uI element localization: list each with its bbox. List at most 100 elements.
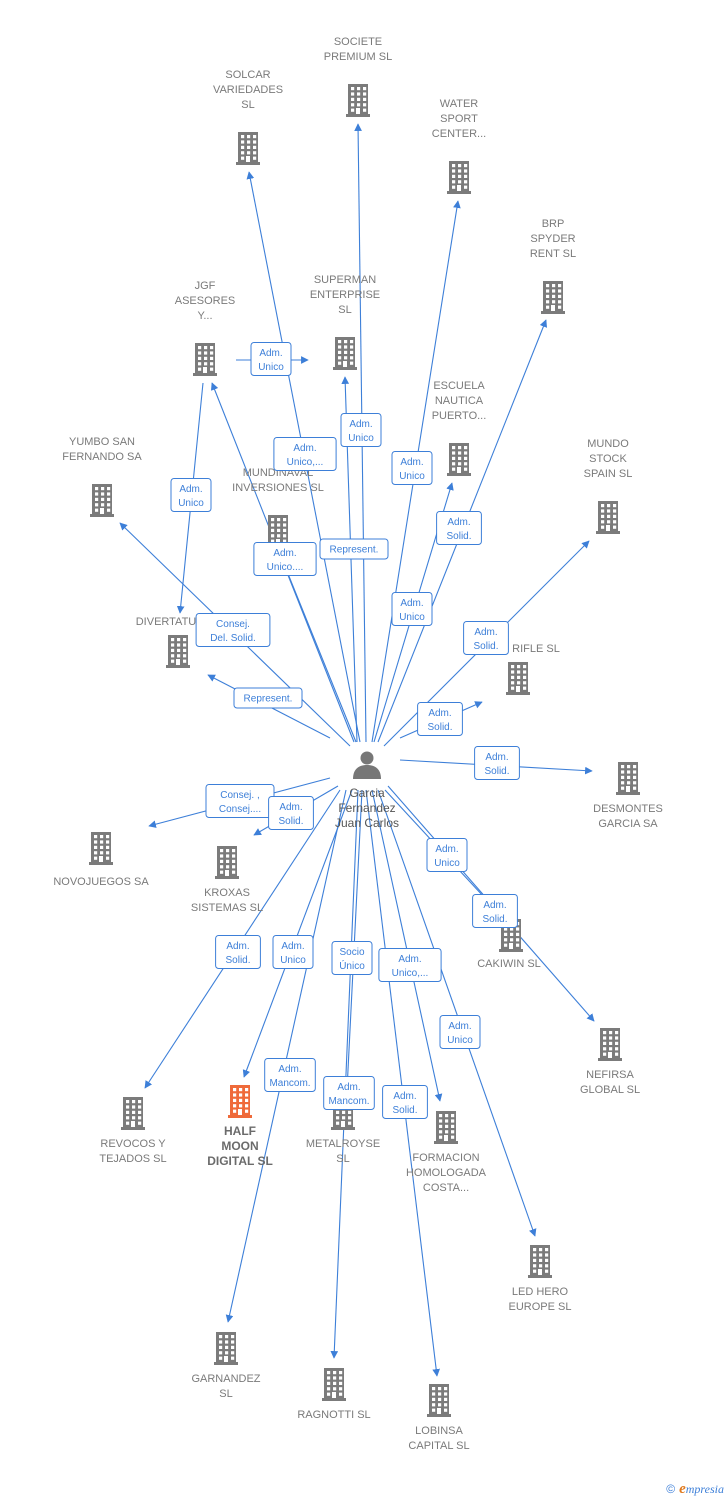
relation-badge[interactable]: Adm.Mancom. bbox=[323, 1076, 375, 1110]
relation-badge[interactable]: Adm.Unico bbox=[272, 935, 314, 969]
relation-badge[interactable]: Represent. bbox=[233, 687, 303, 709]
relation-edge bbox=[279, 553, 357, 743]
brand-logo-text: mpresia bbox=[685, 1482, 724, 1496]
relation-badge[interactable]: Adm.Unico.... bbox=[253, 542, 317, 576]
relation-badge[interactable]: Adm.Unico,... bbox=[273, 437, 337, 471]
building-icon[interactable] bbox=[166, 635, 190, 668]
relation-badge[interactable]: Adm.Solid. bbox=[215, 935, 261, 969]
relation-badge-text: Adm.Unico bbox=[178, 484, 204, 509]
badges-layer: Adm.UnicoAdm.Unico,...Adm.UnicoAdm.Solid… bbox=[170, 342, 520, 1119]
relation-edge bbox=[330, 789, 359, 1359]
relation-badge-text: Adm.Solid. bbox=[278, 802, 303, 827]
relation-badge[interactable]: Adm.Solid. bbox=[436, 511, 482, 545]
building-icon[interactable] bbox=[215, 846, 239, 879]
building-icon[interactable] bbox=[598, 1028, 622, 1061]
relation-badge[interactable]: Adm.Solid. bbox=[382, 1085, 428, 1119]
relation-badge[interactable]: Adm.Solid. bbox=[472, 894, 518, 928]
building-icon[interactable] bbox=[121, 1097, 145, 1130]
relation-badge[interactable]: Adm.Unico bbox=[426, 838, 468, 872]
relation-badge[interactable]: Adm.Mancom. bbox=[264, 1058, 316, 1092]
building-icon[interactable] bbox=[434, 1111, 458, 1144]
relation-badge-text: Adm.Unico bbox=[399, 457, 425, 482]
building-icon[interactable] bbox=[322, 1368, 346, 1401]
building-icon[interactable] bbox=[528, 1245, 552, 1278]
building-icon[interactable] bbox=[616, 762, 640, 795]
building-icon[interactable] bbox=[193, 343, 217, 376]
building-icon[interactable] bbox=[236, 132, 260, 165]
building-icon[interactable] bbox=[596, 501, 620, 534]
building-icon[interactable] bbox=[447, 443, 471, 476]
relation-badge-text: Adm.Mancom. bbox=[328, 1082, 369, 1107]
building-icon[interactable] bbox=[506, 662, 530, 695]
relation-badge[interactable]: Adm.Solid. bbox=[268, 796, 314, 830]
building-icon[interactable] bbox=[214, 1332, 238, 1365]
building-icon[interactable] bbox=[541, 281, 565, 314]
relation-badge-text: Adm.Unico,... bbox=[392, 954, 429, 979]
building-icon[interactable] bbox=[90, 484, 114, 517]
relation-badge[interactable]: Adm.Unico bbox=[391, 592, 433, 626]
brand-logo-initial: e bbox=[679, 1481, 686, 1497]
person-icon bbox=[353, 751, 381, 779]
building-icon[interactable] bbox=[228, 1085, 252, 1118]
relation-badge-text: Adm.Unico bbox=[348, 419, 374, 444]
building-icon[interactable] bbox=[427, 1384, 451, 1417]
building-icon[interactable] bbox=[447, 161, 471, 194]
building-icon[interactable] bbox=[89, 832, 113, 865]
company-node-rifle[interactable]: RIFLE SL bbox=[506, 643, 560, 695]
relation-badge[interactable]: Adm.Unico bbox=[439, 1015, 481, 1049]
company-node-novojuegos[interactable]: NOVOJUEGOS SA bbox=[53, 832, 149, 888]
relation-badge[interactable]: Adm.Solid. bbox=[474, 746, 520, 780]
relation-badge[interactable]: Adm.Unico bbox=[250, 342, 292, 376]
relation-badge[interactable]: Represent. bbox=[319, 538, 389, 560]
relation-badge[interactable]: Consej.Del. Solid. bbox=[195, 613, 271, 647]
relation-badge[interactable]: Adm.Solid. bbox=[417, 702, 463, 736]
relation-badge[interactable]: Adm.Unico,... bbox=[378, 948, 442, 982]
brand-footer[interactable]: ©empresia bbox=[666, 1481, 724, 1498]
relation-edge bbox=[225, 789, 347, 1323]
building-icon[interactable] bbox=[346, 84, 370, 117]
relation-badge[interactable]: Consej. ,Consej.... bbox=[205, 784, 275, 818]
company-node-divertatu[interactable]: DIVERTATU bbox=[136, 616, 197, 668]
building-icon[interactable] bbox=[333, 337, 357, 370]
company-node-ragnotti[interactable]: RAGNOTTI SL bbox=[297, 1368, 371, 1421]
relation-badge[interactable]: Adm.Unico bbox=[170, 478, 212, 512]
relation-badge[interactable]: Adm.Unico bbox=[340, 413, 382, 447]
relation-badge[interactable]: Adm.Solid. bbox=[463, 621, 509, 655]
relation-badge-text: Adm.Unico bbox=[399, 598, 425, 623]
relation-edge bbox=[377, 789, 537, 1237]
relation-badge[interactable]: Adm.Unico bbox=[391, 451, 433, 485]
